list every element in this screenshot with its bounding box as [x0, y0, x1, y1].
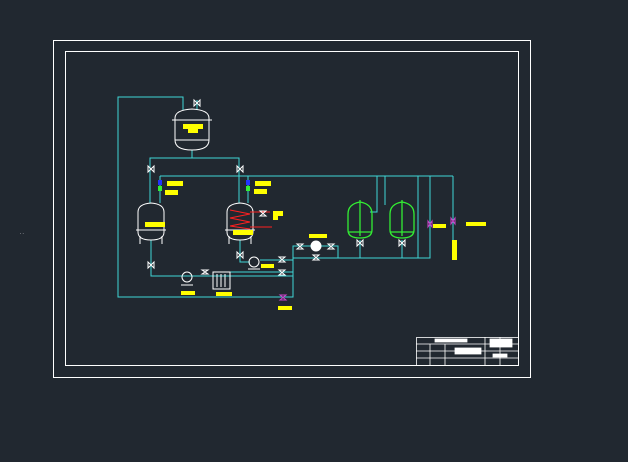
title-block — [416, 337, 519, 366]
valve-icons — [147, 98, 406, 276]
stray-marks: · · — [20, 231, 24, 236]
pipelines — [117, 96, 454, 298]
heating-coil-icon — [229, 209, 272, 230]
vessel-left — [136, 202, 166, 244]
pump-icon-3 — [310, 240, 322, 252]
pump-icon-2 — [248, 256, 260, 270]
filter-icon — [212, 271, 231, 290]
outer-frame — [53, 40, 531, 378]
storage-tank-top — [172, 108, 212, 151]
reactor-green-2 — [389, 200, 415, 239]
pump-icon-1 — [181, 271, 193, 286]
reactor-green-1 — [347, 200, 373, 239]
inner-frame — [65, 51, 519, 366]
instrument-icons — [158, 180, 456, 301]
equipment-labels — [145, 124, 486, 310]
